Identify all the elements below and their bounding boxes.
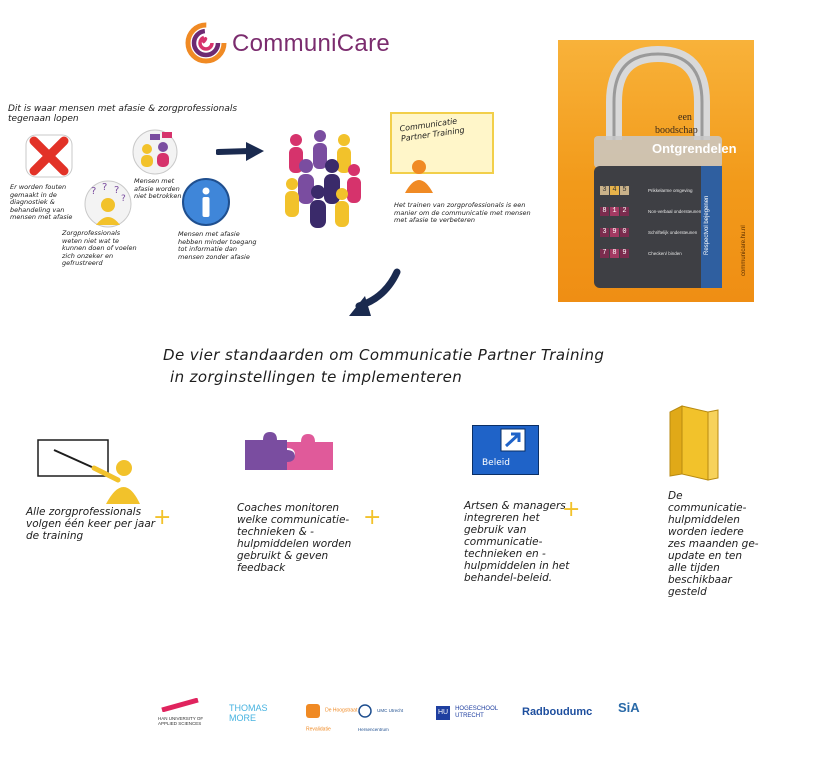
dial-digit: 5 bbox=[620, 186, 629, 195]
presenter-icon bbox=[37, 439, 140, 504]
section-title-line1: De vier standaarden om Communicatie Part… bbox=[163, 346, 605, 364]
group-people-icon bbox=[285, 130, 361, 228]
poster-row: Schriftelijk ondersteunen bbox=[648, 230, 698, 235]
dial-digit: 1 bbox=[610, 207, 619, 216]
partner-logo-han: HAN UNIVERSITY OF APPLIED SCIENCES bbox=[158, 697, 204, 726]
svg-text:?: ? bbox=[91, 186, 96, 197]
partner-logo-thomas-more: THOMAS MORE bbox=[229, 703, 268, 723]
partner-logo-hoogstraat: De Hoogstraat Revalidatie bbox=[306, 700, 358, 738]
dial-digit: 9 bbox=[610, 228, 619, 237]
poster-url: communicare.hu.nl bbox=[741, 225, 747, 276]
puzzle-icon bbox=[245, 432, 333, 470]
info-icon bbox=[182, 178, 230, 226]
brand-name: CommuniCare bbox=[232, 30, 391, 57]
error-cross-icon bbox=[25, 134, 73, 178]
training-caption: Het trainen van zorgprofessionals is een… bbox=[394, 201, 531, 224]
dial-digit: 0 bbox=[620, 228, 629, 237]
standard-text: De communicatie-hulpmiddelen worden iede… bbox=[668, 490, 759, 598]
standard-text: Coaches monitoren welke communicatie-tec… bbox=[237, 502, 352, 574]
poster-row: Checken/ binden bbox=[648, 251, 682, 256]
issue-text: Er worden fouten gemaakt in de diagnosti… bbox=[10, 183, 73, 221]
arrow-up-right-icon bbox=[500, 428, 526, 452]
dial-digit: 8 bbox=[610, 249, 619, 258]
training-board bbox=[390, 112, 494, 174]
standard-text: Artsen & managers integreren het gebruik… bbox=[464, 500, 570, 584]
arrow-down-icon bbox=[349, 268, 401, 316]
poster-row: Prikkelarme omgeving bbox=[648, 188, 693, 193]
book-icon bbox=[669, 405, 719, 481]
dial-digit: 9 bbox=[620, 249, 629, 258]
partner-logo-radboudumc: Radboudumc bbox=[522, 706, 593, 718]
poster-line1: een bbox=[678, 112, 692, 123]
arrow-right-icon bbox=[216, 142, 264, 161]
poster-image: een boodschap Ontgrendelen 3 4 5 8 1 2 3… bbox=[558, 40, 754, 302]
poster-side-label: Respectvol bejegenen bbox=[704, 195, 710, 255]
poster-row: Non-verbaal ondersteunen bbox=[648, 209, 702, 214]
section-title-line2: in zorginstellingen te implementeren bbox=[170, 368, 463, 386]
dial-digit: 3 bbox=[600, 228, 609, 237]
issue-text: Mensen met afasie hebben minder toegang … bbox=[178, 230, 257, 261]
intro-heading: Dit is waar mensen met afasie & zorgprof… bbox=[8, 104, 238, 124]
partner-logo-umc-utrecht: UMC Utrecht Hersencentrum bbox=[358, 700, 416, 738]
partner-logo-hu: HU HOGESCHOOL UTRECHT bbox=[436, 705, 498, 720]
dial-digit: 7 bbox=[600, 249, 609, 258]
communicare-logo-icon bbox=[185, 22, 227, 64]
plus-icon: + bbox=[153, 505, 172, 530]
dial-digit: 4 bbox=[610, 186, 619, 195]
dial-digit: 8 bbox=[600, 207, 609, 216]
confused-person-icon: ? ? ? ? bbox=[84, 180, 132, 228]
partner-logo-sia: SiA bbox=[618, 700, 640, 715]
dial-digit: 3 bbox=[600, 186, 609, 195]
people-speech-icon bbox=[132, 129, 178, 175]
issue-text: Mensen met afasie worden niet betrokken bbox=[134, 177, 182, 200]
svg-text:?: ? bbox=[121, 194, 126, 204]
issue-text: Zorgprofessionals weten niet wat te kunn… bbox=[62, 229, 137, 267]
plus-icon: + bbox=[363, 505, 382, 530]
trainer-icon bbox=[405, 160, 433, 193]
poster-title: Ontgrendelen bbox=[652, 141, 737, 156]
beleid-label: Beleid bbox=[482, 458, 510, 468]
svg-text:?: ? bbox=[102, 182, 107, 193]
plus-icon: + bbox=[562, 497, 581, 522]
svg-text:?: ? bbox=[114, 185, 119, 196]
poster-line2: boodschap bbox=[655, 125, 698, 136]
standard-text: Alle zorgprofessionals volgen één keer p… bbox=[26, 506, 156, 542]
dial-digit: 2 bbox=[620, 207, 629, 216]
